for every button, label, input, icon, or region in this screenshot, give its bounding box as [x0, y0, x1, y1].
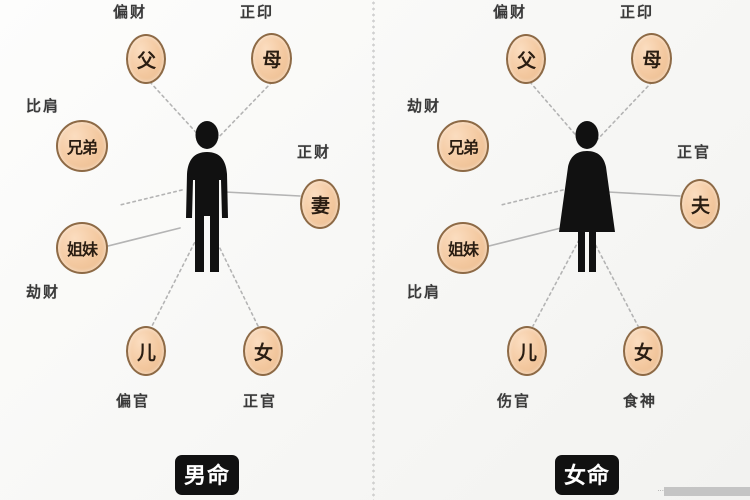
- node-wife[interactable]: 妻: [300, 179, 340, 229]
- male-caption-box: 男命: [175, 455, 240, 495]
- node-sister-label: 姐妹: [66, 240, 98, 259]
- node-son-label: 儿: [517, 341, 537, 364]
- node-mother[interactable]: 母: [251, 33, 292, 84]
- female-connector-lines: [480, 81, 681, 327]
- female-chart-panel: 父 偏财 母 正印 兄弟 劫财 姐妹 比肩 夫 正官 儿 伤官 女 食神 女命: [375, 0, 750, 500]
- label-brother-ten-god: 比肩: [26, 97, 61, 115]
- label-father-ten-god: 偏财: [113, 3, 148, 21]
- label-mother-ten-god: 正印: [620, 3, 655, 21]
- node-son[interactable]: 儿: [126, 326, 166, 376]
- node-brother-label: 兄弟: [447, 138, 479, 157]
- node-mother-label: 母: [642, 49, 661, 71]
- node-sister[interactable]: 姐妹: [437, 222, 489, 274]
- label-daughter-ten-god: 食神: [623, 392, 658, 410]
- label-daughter-ten-god: 正官: [243, 392, 278, 410]
- node-father-label: 父: [516, 49, 536, 72]
- node-son[interactable]: 儿: [507, 326, 547, 376]
- node-daughter[interactable]: 女: [243, 326, 283, 376]
- label-father-ten-god: 偏财: [493, 3, 528, 21]
- label-son-ten-god: 偏官: [116, 392, 151, 410]
- female-figure: [559, 121, 615, 272]
- label-son-ten-god: 伤官: [497, 392, 532, 410]
- node-sister[interactable]: 姐妹: [56, 222, 108, 274]
- label-brother-ten-god: 劫财: [407, 97, 442, 115]
- male-caption-text: 男命: [184, 464, 231, 489]
- node-daughter-label: 女: [633, 341, 653, 364]
- node-husband[interactable]: 夫: [680, 179, 720, 229]
- node-father[interactable]: 父: [126, 34, 166, 84]
- node-brother-label: 兄弟: [66, 138, 98, 157]
- female-caption-text: 女命: [564, 464, 611, 489]
- node-brother[interactable]: 兄弟: [56, 120, 108, 172]
- node-sister-label: 姐妹: [447, 240, 479, 259]
- node-father[interactable]: 父: [506, 34, 546, 84]
- node-son-label: 儿: [136, 341, 156, 364]
- watermark-dots: ···: [657, 487, 664, 495]
- label-husband-ten-god: 正官: [677, 143, 712, 161]
- node-daughter[interactable]: 女: [623, 326, 663, 376]
- node-wife-label: 妻: [310, 194, 330, 217]
- node-daughter-label: 女: [253, 341, 273, 364]
- male-chart-panel: 父 偏财 母 正印 兄弟 比肩 姐妹 劫财 妻 正财 儿 偏官 女 正官 男命: [26, 3, 340, 495]
- panel-divider: [372, 0, 375, 500]
- female-caption-box: 女命: [555, 455, 620, 495]
- label-sister-ten-god: 劫财: [26, 283, 61, 301]
- label-sister-ten-god: 比肩: [407, 283, 442, 301]
- node-husband-label: 夫: [690, 194, 710, 217]
- male-connector-lines: [99, 81, 301, 327]
- watermark-bar: [664, 487, 750, 496]
- node-mother-label: 母: [262, 49, 281, 71]
- node-brother[interactable]: 兄弟: [437, 120, 489, 172]
- node-father-label: 父: [136, 49, 156, 72]
- label-wife-ten-god: 正财: [297, 143, 332, 161]
- male-figure: [186, 121, 228, 272]
- label-mother-ten-god: 正印: [240, 3, 275, 21]
- node-mother[interactable]: 母: [631, 33, 672, 84]
